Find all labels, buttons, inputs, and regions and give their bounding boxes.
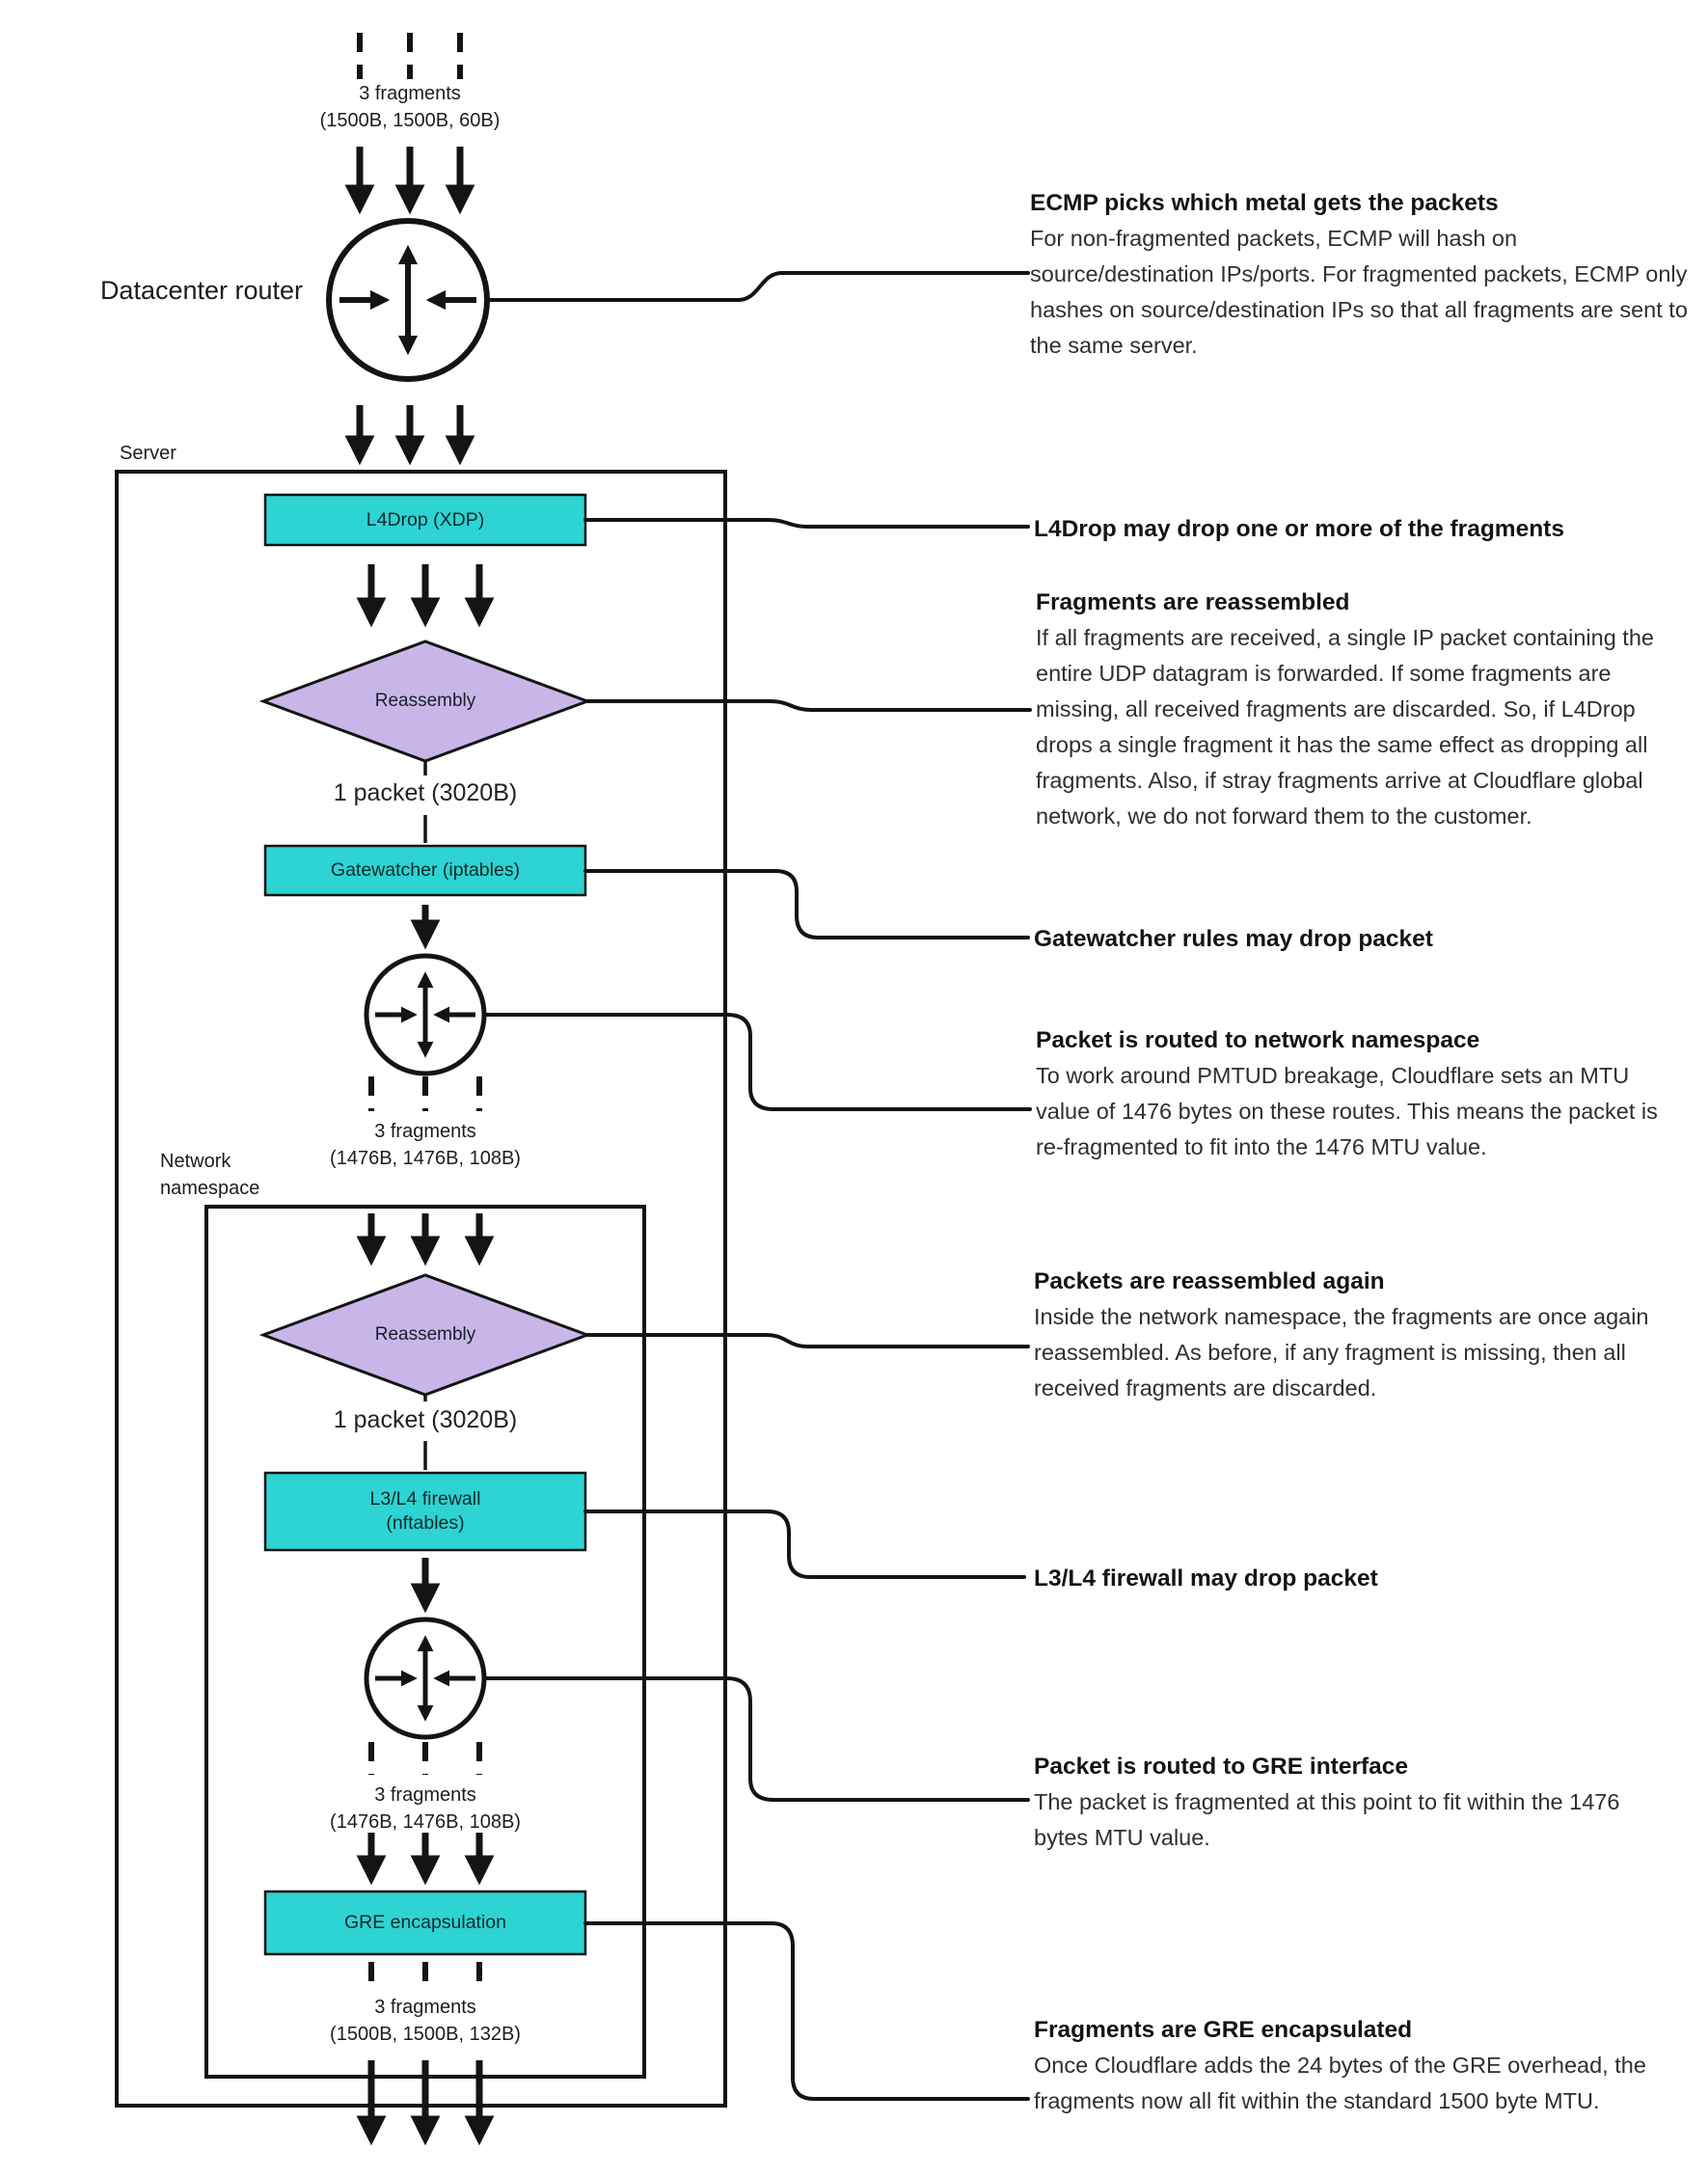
packet-1-label: 1 packet (3020B) <box>333 779 518 806</box>
flow-arrows <box>344 147 495 2146</box>
fragments-mid-sizes: (1476B, 1476B, 108B) <box>330 1148 521 1169</box>
fragment-dashes-gre-in <box>368 1742 482 1775</box>
gatewatcher-box <box>263 844 587 897</box>
router-icon-2 <box>364 953 487 1076</box>
annotation-netns-route: Packet is routed to network namespace To… <box>1036 1022 1672 1165</box>
fragment-dashes-out <box>368 1962 482 1991</box>
server-label: Server <box>120 443 176 464</box>
fragments-gre-sizes: (1476B, 1476B, 108B) <box>330 1811 521 1833</box>
datacenter-router-icon <box>326 218 490 382</box>
annotation-reassembled-body: If all fragments are received, a single … <box>1036 625 1654 829</box>
annotation-ecmp-body: For non-fragmented packets, ECMP will ha… <box>1030 226 1688 358</box>
fragments-top-sizes: (1500B, 1500B, 60B) <box>319 110 501 131</box>
gre-box <box>263 1890 587 1956</box>
annotation-ecmp: ECMP picks which metal gets the packets … <box>1030 185 1695 364</box>
annotation-gre-route-title: Packet is routed to GRE interface <box>1034 1754 1409 1780</box>
firewall-label: L3/L4 firewall (nftables) <box>265 1473 585 1550</box>
datacenter-router-label: Datacenter router <box>99 276 304 305</box>
annotation-firewall: L3/L4 firewall may drop packet <box>1034 1561 1699 1596</box>
firewall-label-line1: L3/L4 firewall <box>369 1488 481 1510</box>
annotation-gre-encap-body: Once Cloudflare adds the 24 bytes of the… <box>1034 2053 1646 2113</box>
annotation-netns-route-body: To work around PMTUD breakage, Cloudflar… <box>1036 1063 1658 1159</box>
reassembly-1-label: Reassembly <box>374 691 476 711</box>
packet-2-label: 1 packet (3020B) <box>333 1406 518 1433</box>
fragments-out-sizes: (1500B, 1500B, 132B) <box>330 2024 521 2045</box>
gre-label: GRE encapsulation <box>343 1912 507 1933</box>
annotation-reassembled-again-title: Packets are reassembled again <box>1034 1268 1385 1294</box>
annotation-reassembled-again: Packets are reassembled again Inside the… <box>1034 1264 1670 1406</box>
annotation-l4drop: L4Drop may drop one or more of the fragm… <box>1034 511 1699 547</box>
fragments-gre-count: 3 fragments <box>374 1784 476 1806</box>
firewall-label-line2: (nftables) <box>386 1512 465 1534</box>
annotation-reassembled-title: Fragments are reassembled <box>1036 589 1350 615</box>
annotation-gre-encap: Fragments are GRE encapsulated Once Clou… <box>1034 2012 1670 2119</box>
fragment-dashes-top <box>357 33 463 79</box>
fragment-dashes-mid <box>368 1076 482 1111</box>
annotation-gre-route-body: The packet is fragmented at this point t… <box>1034 1789 1620 1850</box>
annotation-connectors <box>482 271 1032 2101</box>
annotation-ecmp-title: ECMP picks which metal gets the packets <box>1030 190 1499 216</box>
annotation-l4drop-title: L4Drop may drop one or more of the fragm… <box>1034 516 1564 542</box>
firewall-box <box>263 1471 587 1552</box>
annotation-gre-route: Packet is routed to GRE interface The pa… <box>1034 1749 1651 1856</box>
server-box <box>115 470 727 2108</box>
reassembly-2-label: Reassembly <box>374 1324 476 1345</box>
fragments-out-count: 3 fragments <box>374 1997 476 2018</box>
annotation-gatewatcher: Gatewatcher rules may drop packet <box>1034 921 1699 957</box>
annotation-reassembled-again-body: Inside the network namespace, the fragme… <box>1034 1304 1649 1401</box>
annotation-reassembled: Fragments are reassembled If all fragmen… <box>1036 585 1692 834</box>
gatewatcher-label: Gatewatcher (iptables) <box>330 859 521 881</box>
annotation-firewall-title: L3/L4 firewall may drop packet <box>1034 1565 1378 1592</box>
fragments-mid-count: 3 fragments <box>374 1121 476 1142</box>
router-icon-3 <box>364 1617 487 1740</box>
annotation-netns-route-title: Packet is routed to network namespace <box>1036 1027 1480 1053</box>
annotation-gre-encap-title: Fragments are GRE encapsulated <box>1034 2017 1413 2043</box>
l4drop-label: L4Drop (XDP) <box>366 508 485 531</box>
network-namespace-label: Network namespace <box>160 1151 260 1199</box>
fragments-top-count: 3 fragments <box>359 83 461 104</box>
annotation-gatewatcher-title: Gatewatcher rules may drop packet <box>1034 926 1433 952</box>
